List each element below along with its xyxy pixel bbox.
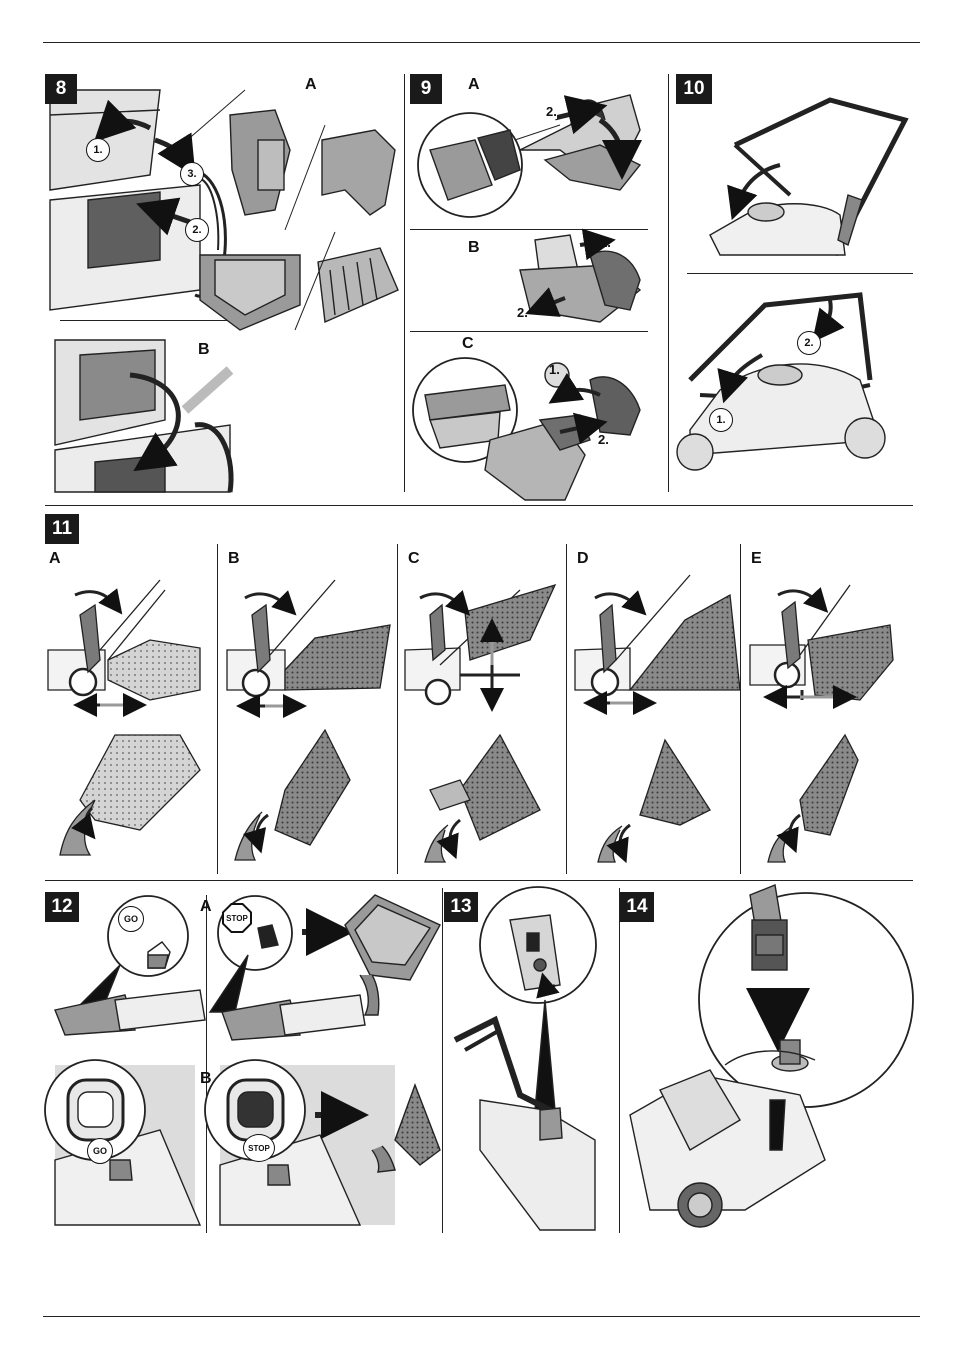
step-9a-1: 1. (619, 152, 630, 167)
divider-12-13 (442, 888, 443, 1233)
divider-10-upper (687, 273, 913, 274)
fig10-lower-illustration (676, 292, 886, 471)
divider-9b-9c (410, 331, 648, 332)
fig13-illustration (453, 886, 597, 1231)
step-9c-1: 1. (549, 362, 560, 377)
stop-sign-12b: STOP (243, 1134, 275, 1162)
top-rule (43, 42, 920, 43)
panel-label-9a: A (468, 76, 480, 93)
fig8b-illustration (54, 339, 234, 493)
panel-label-11c: C (408, 550, 420, 567)
divider-11-bc (397, 544, 398, 874)
divider-8a-8b (60, 320, 228, 321)
step-8-3: 3. (180, 162, 204, 186)
step-8-2: 2. (185, 218, 209, 242)
divider-13-14 (619, 888, 620, 1233)
panel-label-12b: B (200, 1070, 212, 1087)
figure-badge-12: 12 (45, 892, 79, 922)
divider-9-10 (668, 74, 669, 492)
divider-8-9 (404, 74, 405, 492)
fig9b-illustration (519, 228, 642, 323)
panel-label-9c: C (462, 335, 474, 352)
panel-label-9b: B (468, 239, 480, 256)
step-9c-2: 2. (598, 432, 609, 447)
panel-label-11b: B (228, 550, 240, 567)
divider-12-ab (206, 895, 207, 1233)
figure-badge-13: 13 (444, 892, 478, 922)
separator-row1 (45, 505, 913, 506)
fig9c-illustration (412, 357, 641, 501)
step-10-1: 1. (709, 408, 733, 432)
panel-label-8a: A (305, 76, 317, 93)
panel-label-11e: E (751, 550, 762, 567)
fig14-illustration (629, 884, 914, 1228)
stop-sign-12a: STOP (222, 903, 252, 933)
step-9a-2: 2. (546, 104, 557, 119)
step-10-2: 2. (797, 331, 821, 355)
fig8a-illustration (49, 89, 399, 331)
fig12a-illustration (54, 894, 441, 1041)
figure-badge-10: 10 (676, 74, 712, 104)
figure-badge-11: 11 (45, 514, 79, 544)
bottom-rule (43, 1316, 920, 1317)
divider-11-ab (217, 544, 218, 874)
divider-11-cd (566, 544, 567, 874)
stop-sign-12a-text: STOP (224, 905, 250, 931)
panel-label-11a: A (49, 550, 61, 567)
figure-badge-8: 8 (45, 74, 77, 104)
step-9b-1: 1. (600, 235, 611, 250)
separator-row2 (45, 880, 913, 881)
step-9b-2: 2. (517, 305, 528, 320)
step-8-1: 1. (86, 138, 110, 162)
divider-11-de (740, 544, 741, 874)
panel-label-11d: D (577, 550, 589, 567)
divider-9a-9b (410, 229, 648, 230)
panel-label-8b: B (198, 341, 210, 358)
fig11e-illustration (749, 584, 894, 863)
fig11a-illustration (47, 579, 201, 856)
fig11b-illustration (226, 579, 391, 861)
go-sign-12b: GO (87, 1138, 113, 1164)
fig10-upper-illustration (709, 97, 909, 257)
fig9a-illustration (417, 94, 642, 218)
fig11c-illustration (404, 583, 557, 863)
fig11d-illustration (574, 574, 741, 864)
figure-badge-9: 9 (410, 74, 442, 104)
panel-label-12a: A (200, 898, 212, 915)
figure-badge-14: 14 (620, 892, 654, 922)
go-sign-12a: GO (118, 906, 144, 932)
